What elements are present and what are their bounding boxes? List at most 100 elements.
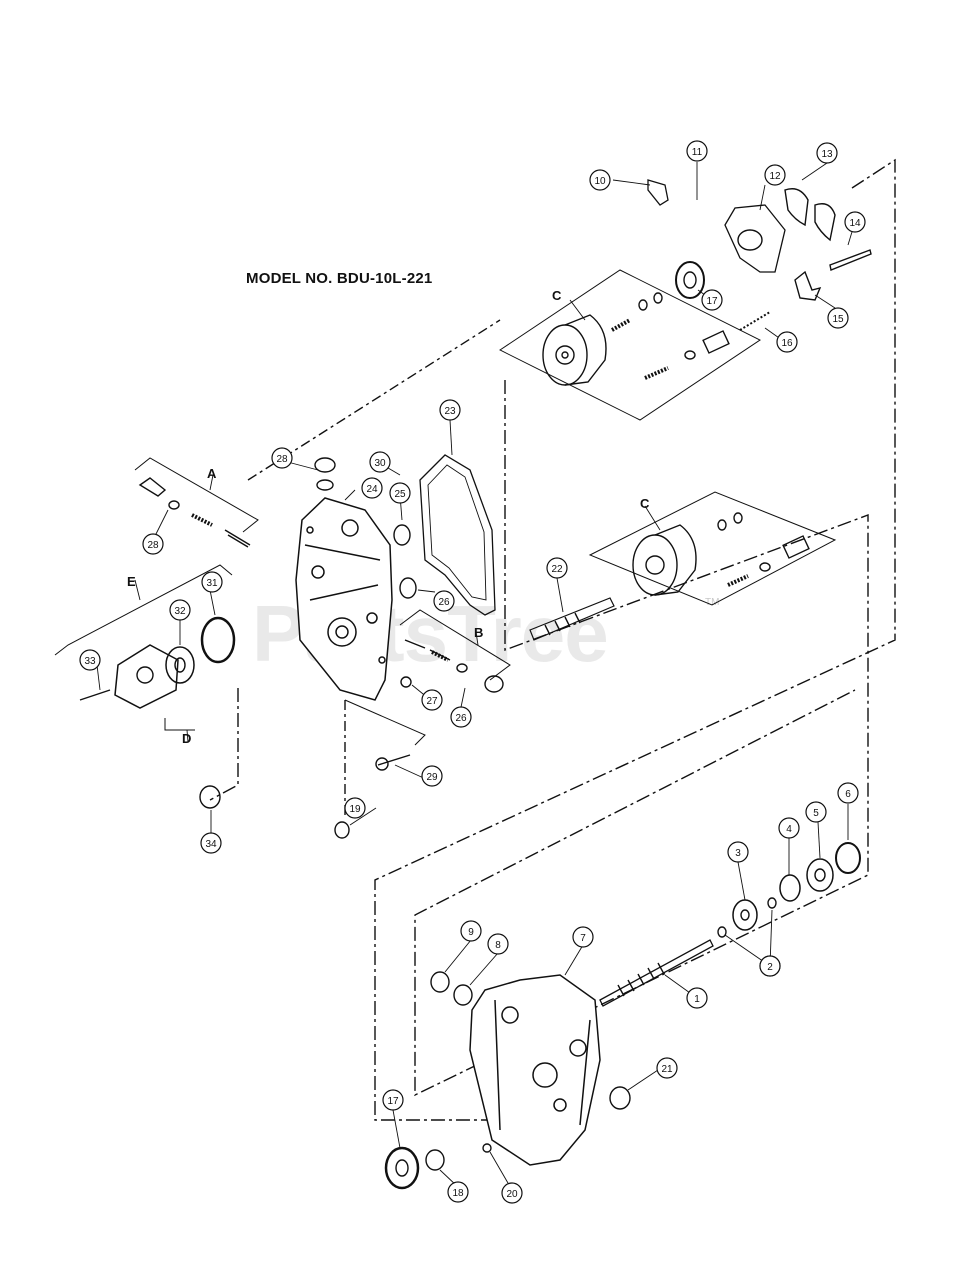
callout-label: 27 (426, 696, 438, 707)
callout-circle (686, 140, 708, 162)
callout-label: 7 (580, 933, 586, 944)
callout-circle (421, 765, 443, 787)
callouts: 1223456789101112131415161717181920212223… (79, 140, 866, 1204)
group-d-bracket (164, 718, 195, 731)
cover-33 (114, 644, 179, 709)
callout-circle (656, 1057, 678, 1079)
callout-label: 11 (692, 147, 703, 158)
cylinder-block-lower (632, 524, 697, 596)
bushing-8 (453, 984, 473, 1006)
callout-label: 33 (84, 656, 96, 667)
callout-label: 28 (276, 454, 288, 465)
bushing-9 (430, 971, 450, 993)
bearing-3 (732, 899, 758, 931)
piston-lower (782, 535, 810, 559)
callout-circle (460, 920, 482, 942)
callout-label: 23 (444, 406, 456, 417)
ring-2b (767, 897, 777, 909)
callout-circle (546, 557, 568, 579)
callout-label: 24 (366, 484, 378, 495)
shaft-1 (599, 939, 714, 1007)
group-e-bracket (54, 564, 233, 656)
bushing-18 (425, 1149, 445, 1171)
callout-circle (421, 689, 443, 711)
swashplate-12 (724, 204, 786, 273)
bushing-34 (199, 785, 221, 809)
washer-4 (779, 874, 801, 902)
callout-circle (805, 801, 827, 823)
group-c-lower-bracket (588, 491, 837, 606)
callout-circle (778, 817, 800, 839)
boundary-line (374, 158, 896, 1121)
callout-label: 2 (767, 962, 773, 973)
callout-circle (369, 451, 391, 473)
callout-label: 14 (849, 218, 861, 229)
group-label-b: B (474, 625, 483, 640)
bearing-5 (806, 858, 834, 892)
callout-circle (361, 477, 383, 499)
trunnion-15 (794, 270, 822, 301)
plug-21 (609, 1086, 631, 1110)
callout-circle (169, 599, 191, 621)
screw-29 (377, 754, 411, 766)
group-label-a: A (207, 466, 217, 481)
callout-circle (344, 797, 366, 819)
callout-circle (501, 1182, 523, 1204)
callout-circle (827, 307, 849, 329)
plug-28-top (314, 457, 336, 473)
group-label-c-lower: C (640, 496, 650, 511)
seal-17-upper (675, 261, 705, 299)
check-valve-a (138, 477, 167, 497)
group-label-d: D (182, 731, 191, 746)
callout-circle (79, 649, 101, 671)
bracket-29 (344, 699, 426, 746)
group-label-c-upper: C (552, 288, 562, 303)
callout-label: 17 (387, 1096, 399, 1107)
piston-upper (702, 330, 730, 354)
callout-circle (200, 832, 222, 854)
callout-label: 1 (694, 994, 700, 1005)
pin-20 (482, 1143, 492, 1153)
bearing-32 (165, 646, 195, 684)
callout-label: 13 (821, 149, 833, 160)
watermark-tm: TM (705, 597, 720, 608)
gasket-23 (419, 454, 496, 616)
callout-label: 18 (452, 1188, 464, 1199)
callout-label: 12 (769, 171, 781, 182)
callout-label: 29 (426, 772, 438, 783)
callout-circle (439, 399, 461, 421)
ring-2a (717, 926, 727, 938)
plug-27 (400, 676, 412, 688)
callout-circle (701, 289, 723, 311)
callout-circle (447, 1181, 469, 1203)
cradle-bearing-13 (784, 188, 809, 227)
callout-circle (382, 1089, 404, 1111)
callout-circle (589, 169, 611, 191)
callout-label: 15 (832, 314, 844, 325)
callout-label: 17 (706, 296, 718, 307)
callout-label: 16 (781, 338, 793, 349)
callout-label: 6 (845, 789, 851, 800)
callout-circle (837, 782, 859, 804)
seal-17-lower (384, 1146, 420, 1190)
callout-circle (450, 706, 472, 728)
boundary-line (209, 688, 239, 801)
callout-circle (572, 926, 594, 948)
control-arm-10 (647, 179, 669, 206)
callout-label: 20 (506, 1189, 518, 1200)
callout-circle (389, 482, 411, 504)
callout-label: 25 (394, 489, 406, 500)
callout-label: 21 (661, 1064, 673, 1075)
bushing-26 (399, 577, 417, 599)
callout-label: 30 (374, 458, 386, 469)
callout-circle (727, 841, 749, 863)
o-ring-31 (200, 616, 236, 664)
callout-label: 31 (206, 578, 218, 589)
callout-circle (142, 533, 164, 555)
callout-circle (201, 571, 223, 593)
callout-circle (764, 164, 786, 186)
lower-housing-7 (469, 974, 601, 1166)
bushing-25 (393, 524, 411, 546)
callout-circle (844, 211, 866, 233)
